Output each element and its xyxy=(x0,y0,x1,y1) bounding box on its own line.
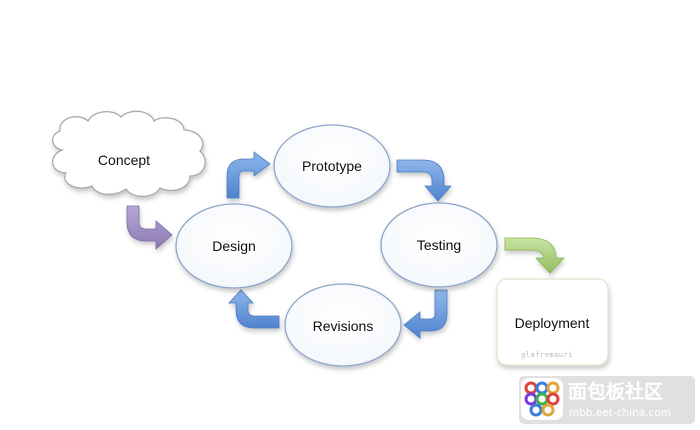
node-testing: Testing xyxy=(380,202,498,288)
arrow-revisions-to-design xyxy=(228,289,280,329)
signature-text: glafremauri xyxy=(521,351,573,359)
node-testing-label: Testing xyxy=(417,237,461,253)
node-revisions: Revisions xyxy=(284,283,402,367)
node-design: Design xyxy=(175,203,293,289)
arrow-testing-to-revisions xyxy=(403,289,448,339)
arrow-prototype-to-testing xyxy=(396,159,452,202)
watermark-site-url: mbb.eet-china.com xyxy=(569,407,671,419)
node-deployment-label: Deployment xyxy=(515,315,590,331)
node-design-label: Design xyxy=(212,238,256,254)
node-concept: Concept xyxy=(52,110,206,198)
arrow-testing-to-deployment xyxy=(504,237,565,274)
arrow-concept-to-design xyxy=(126,205,173,250)
node-revisions-label: Revisions xyxy=(313,318,374,334)
node-concept-label: Concept xyxy=(98,152,150,168)
watermark-logo-icon xyxy=(521,378,563,420)
arrow-design-to-prototype xyxy=(226,151,271,199)
node-prototype: Prototype xyxy=(273,124,391,208)
node-deployment: Deployment xyxy=(496,278,609,366)
watermark: 面包板社区 mbb.eet-china.com xyxy=(519,376,695,424)
watermark-site-name: 面包板社区 xyxy=(568,380,663,403)
node-prototype-label: Prototype xyxy=(302,158,362,174)
